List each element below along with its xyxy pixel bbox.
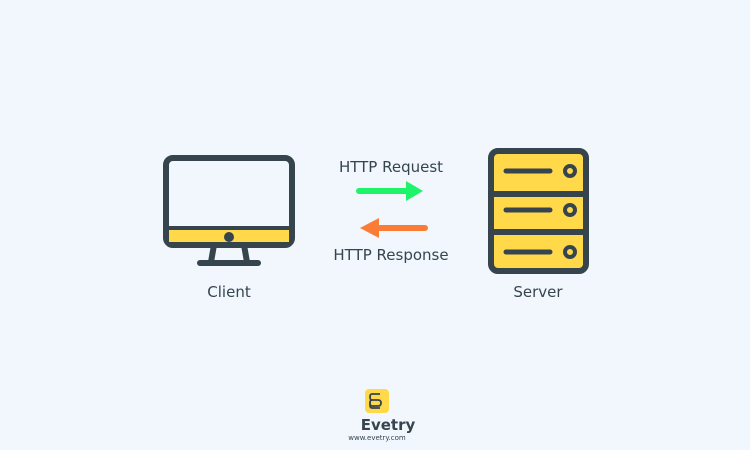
client-label: Client <box>207 283 251 301</box>
request-label: HTTP Request <box>339 158 443 176</box>
brand-name: Evetry <box>361 416 416 434</box>
response-arrow-icon <box>360 218 428 238</box>
request-arrow-icon <box>356 181 423 201</box>
server-label: Server <box>513 283 563 301</box>
brand-url: www.evetry.com <box>348 434 406 442</box>
client-monitor-icon <box>163 155 295 266</box>
evetry-logo-icon <box>365 389 389 413</box>
response-label: HTTP Response <box>333 246 448 264</box>
server-icon <box>488 148 589 274</box>
